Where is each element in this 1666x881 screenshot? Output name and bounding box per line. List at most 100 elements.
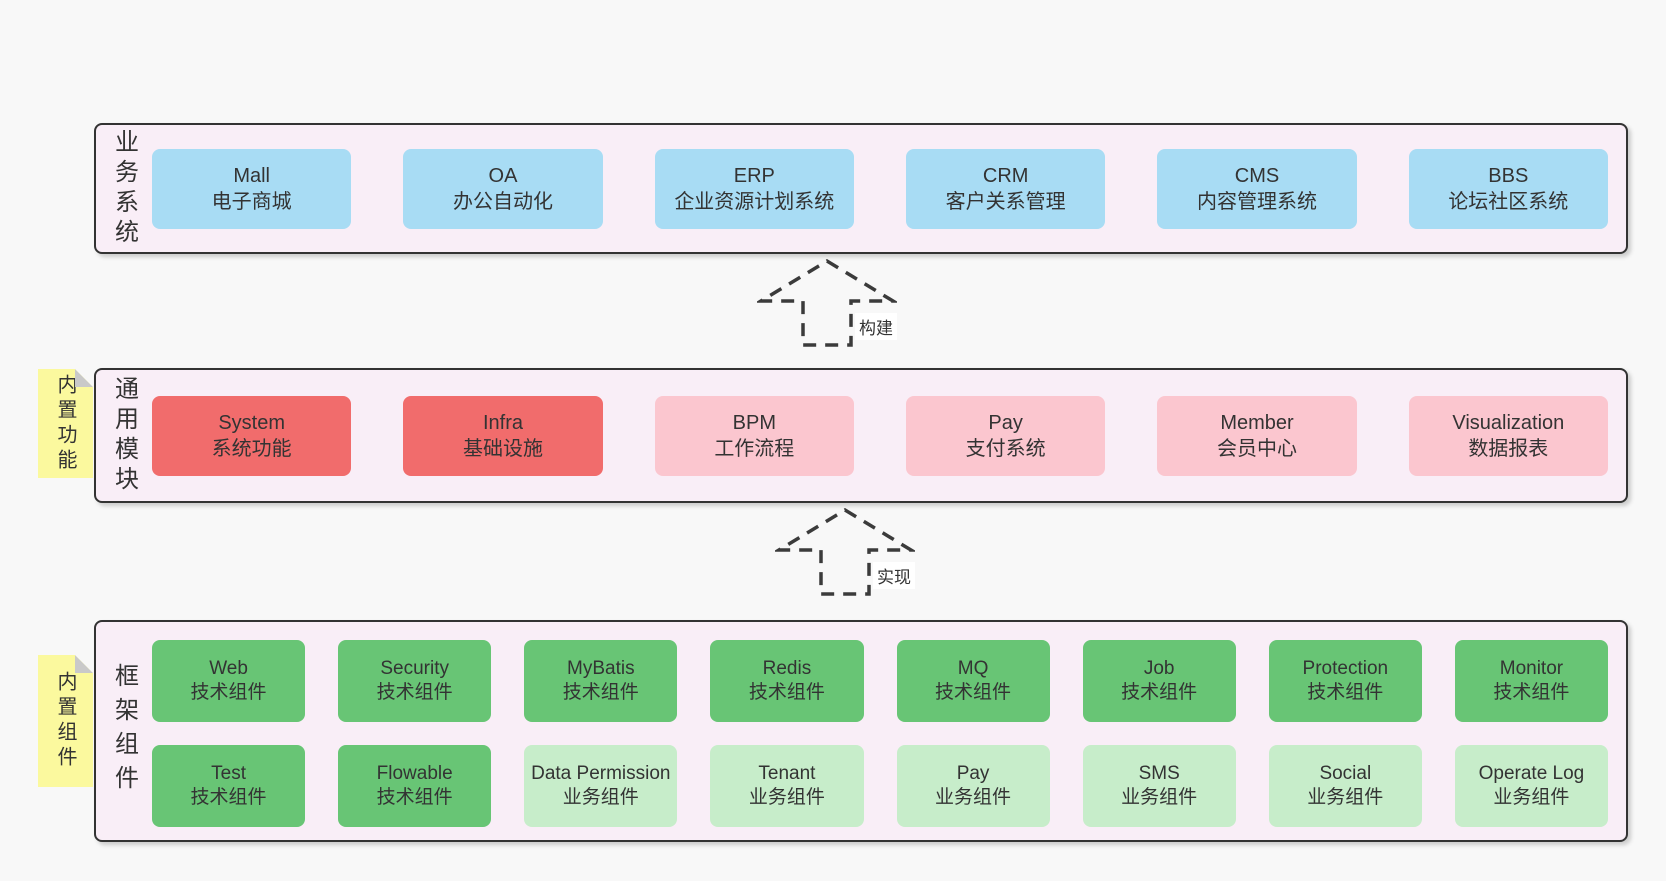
panel-side-label: 通用模块 bbox=[110, 375, 138, 496]
box-sublabel: 业务组件 bbox=[1307, 787, 1384, 808]
builtin-component-tag: 内置组件 bbox=[38, 655, 93, 787]
box-name: Job bbox=[1143, 658, 1175, 679]
build-arrow-label: 构建 bbox=[855, 313, 897, 340]
box-sublabel: 业务组件 bbox=[935, 787, 1012, 808]
box-bpm: BPM 工作流程 bbox=[654, 395, 854, 476]
framework-components-boxes: Web 技术组件 Security 技术组件 MyBatis 技术组件 Redi… bbox=[152, 622, 1626, 840]
common-modules-panel: 通用模块 System 系统功能 Infra 基础设施 BPM 工作流程 Pay… bbox=[94, 368, 1628, 503]
box-mq: MQ 技术组件 bbox=[896, 640, 1050, 722]
box-oa: OA 办公自动化 bbox=[403, 148, 603, 229]
framework-components-panel: 框架组件 Web 技术组件 Security 技术组件 MyBatis 技术组件… bbox=[94, 620, 1628, 842]
box-sublabel: 技术组件 bbox=[376, 787, 453, 808]
box-sms: SMS 业务组件 bbox=[1082, 745, 1236, 827]
box-name: MQ bbox=[957, 658, 989, 679]
box-sublabel: 技术组件 bbox=[190, 682, 267, 703]
box-sublabel: 系统功能 bbox=[211, 437, 292, 460]
box-sublabel: 技术组件 bbox=[376, 682, 453, 703]
box-sublabel: 会员中心 bbox=[1216, 437, 1297, 460]
box-sublabel: 基础设施 bbox=[462, 437, 543, 460]
box-name: Social bbox=[1319, 763, 1372, 784]
box-web: Web 技术组件 bbox=[152, 640, 306, 722]
box-sublabel: 技术组件 bbox=[935, 682, 1012, 703]
box-name: Operate Log bbox=[1478, 763, 1585, 784]
box-mall: Mall 电子商城 bbox=[152, 148, 352, 229]
box-system: System 系统功能 bbox=[152, 395, 352, 476]
build-arrow: 构建 bbox=[757, 257, 897, 349]
box-name: Redis bbox=[762, 658, 812, 679]
implement-arrow-label: 实现 bbox=[873, 562, 915, 589]
box-sublabel: 业务组件 bbox=[1121, 787, 1198, 808]
box-name: MyBatis bbox=[567, 658, 635, 679]
box-sublabel: 技术组件 bbox=[1493, 682, 1570, 703]
box-name: Member bbox=[1220, 411, 1294, 434]
up-arrow-icon bbox=[757, 258, 897, 347]
box-redis: Redis 技术组件 bbox=[710, 640, 864, 722]
box-sublabel: 电子商城 bbox=[211, 190, 292, 213]
box-pay-component: Pay 业务组件 bbox=[896, 745, 1050, 827]
box-name: ERP bbox=[733, 164, 775, 187]
box-name: Test bbox=[211, 763, 246, 784]
box-name: Flowable bbox=[376, 763, 453, 784]
box-name: BPM bbox=[732, 411, 776, 434]
box-name: Pay bbox=[988, 411, 1023, 434]
box-social: Social 业务组件 bbox=[1268, 745, 1422, 827]
box-tenant: Tenant 业务组件 bbox=[710, 745, 864, 827]
box-flowable: Flowable 技术组件 bbox=[338, 745, 492, 827]
box-name: Protection bbox=[1302, 658, 1389, 679]
box-name: Visualization bbox=[1452, 411, 1565, 434]
box-name: Mall bbox=[233, 164, 270, 187]
box-sublabel: 数据报表 bbox=[1468, 437, 1549, 460]
box-visualization: Visualization 数据报表 bbox=[1408, 395, 1608, 476]
box-sublabel: 业务组件 bbox=[748, 787, 825, 808]
business-systems-boxes: Mall 电子商城 OA 办公自动化 ERP 企业资源计划系统 CRM 客户关系… bbox=[152, 125, 1626, 252]
box-erp: ERP 企业资源计划系统 bbox=[654, 148, 854, 229]
box-sublabel: 技术组件 bbox=[1121, 682, 1198, 703]
implement-arrow: 实现 bbox=[775, 506, 915, 598]
box-name: OA bbox=[488, 164, 518, 187]
box-operate-log: Operate Log 业务组件 bbox=[1454, 745, 1608, 827]
box-job: Job 技术组件 bbox=[1082, 640, 1236, 722]
box-name: BBS bbox=[1488, 164, 1529, 187]
box-member: Member 会员中心 bbox=[1157, 395, 1357, 476]
box-cms: CMS 内容管理系统 bbox=[1157, 148, 1357, 229]
box-test: Test 技术组件 bbox=[152, 745, 306, 827]
box-name: System bbox=[218, 411, 285, 434]
box-sublabel: 业务组件 bbox=[1493, 787, 1570, 808]
box-data-permission: Data Permission 业务组件 bbox=[524, 745, 678, 827]
box-infra: Infra 基础设施 bbox=[403, 395, 603, 476]
box-name: Data Permission bbox=[531, 763, 671, 784]
box-name: SMS bbox=[1138, 763, 1180, 784]
box-sublabel: 企业资源计划系统 bbox=[674, 190, 835, 213]
box-name: Web bbox=[209, 658, 248, 679]
box-name: CRM bbox=[982, 164, 1029, 187]
box-sublabel: 技术组件 bbox=[748, 682, 825, 703]
common-modules-boxes: System 系统功能 Infra 基础设施 BPM 工作流程 Pay 支付系统… bbox=[152, 370, 1626, 501]
business-systems-panel: 业务系统 Mall 电子商城 OA 办公自动化 ERP 企业资源计划系统 CRM… bbox=[94, 123, 1628, 254]
box-sublabel: 技术组件 bbox=[562, 682, 639, 703]
box-sublabel: 客户关系管理 bbox=[945, 190, 1066, 213]
box-sublabel: 工作流程 bbox=[714, 437, 795, 460]
box-sublabel: 支付系统 bbox=[965, 437, 1046, 460]
box-mybatis: MyBatis 技术组件 bbox=[524, 640, 678, 722]
box-sublabel: 业务组件 bbox=[562, 787, 639, 808]
box-sublabel: 论坛社区系统 bbox=[1448, 190, 1569, 213]
builtin-feature-tag: 内置功能 bbox=[38, 369, 93, 478]
box-sublabel: 技术组件 bbox=[190, 787, 267, 808]
box-security: Security 技术组件 bbox=[338, 640, 492, 722]
box-sublabel: 办公自动化 bbox=[452, 190, 553, 213]
box-name: Pay bbox=[956, 763, 990, 784]
panel-side-label: 框架组件 bbox=[110, 663, 138, 799]
box-monitor: Monitor 技术组件 bbox=[1454, 640, 1608, 722]
box-sublabel: 内容管理系统 bbox=[1196, 190, 1317, 213]
box-pay-module: Pay 支付系统 bbox=[905, 395, 1106, 476]
up-arrow-icon bbox=[775, 507, 915, 596]
box-crm: CRM 客户关系管理 bbox=[905, 148, 1106, 229]
box-name: Infra bbox=[482, 411, 523, 434]
box-sublabel: 技术组件 bbox=[1307, 682, 1384, 703]
box-protection: Protection 技术组件 bbox=[1268, 640, 1422, 722]
box-name: Monitor bbox=[1499, 658, 1564, 679]
box-name: Security bbox=[380, 658, 449, 679]
box-name: CMS bbox=[1234, 164, 1280, 187]
panel-side-label: 业务系统 bbox=[110, 128, 138, 249]
box-name: Tenant bbox=[758, 763, 816, 784]
